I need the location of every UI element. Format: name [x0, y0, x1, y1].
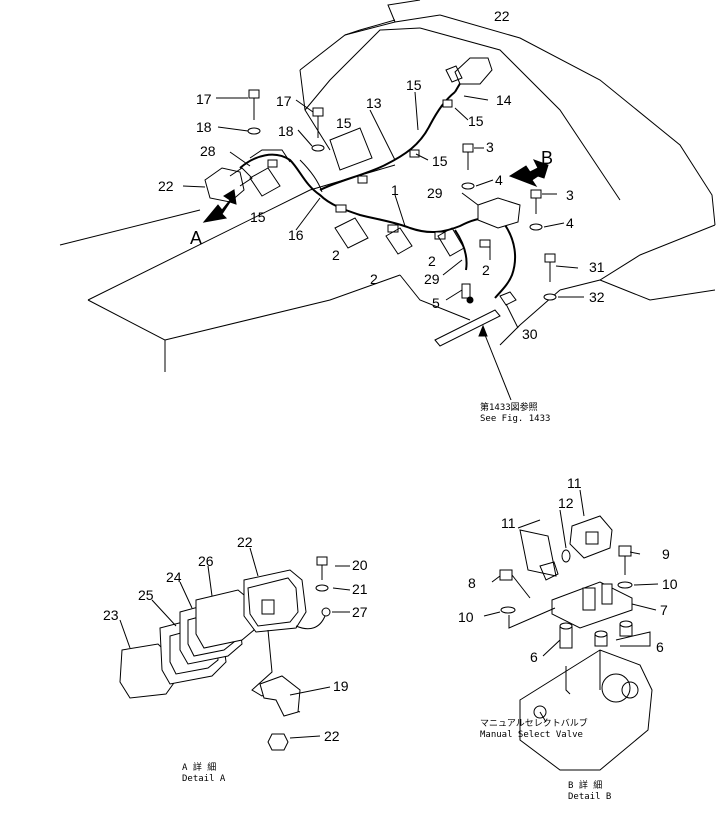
- callout-a21: 21: [352, 581, 368, 597]
- see-fig-en: See Fig. 1433: [480, 414, 550, 424]
- callout-17b: 17: [276, 93, 292, 109]
- callout-15d: 15: [432, 153, 448, 169]
- callout-32: 32: [589, 289, 605, 305]
- callout-16: 16: [288, 227, 304, 243]
- callout-b12: 12: [558, 495, 574, 511]
- callout-13: 13: [366, 95, 382, 111]
- callout-18a: 18: [196, 119, 212, 135]
- callout-b10a: 10: [458, 609, 474, 625]
- callout-b6b: 6: [656, 639, 664, 655]
- callout-b9: 9: [662, 546, 670, 562]
- detail-b-jp: B 詳 細: [568, 779, 602, 791]
- main-view-components: [204, 57, 557, 347]
- callout-3b: 3: [566, 187, 574, 203]
- arrow-a-icon: [202, 189, 237, 223]
- see-fig-jp: 第1433図参照: [480, 401, 538, 413]
- main-callouts: 22 17 17 18 18 13 15 15 15 15 15 14 28 2…: [158, 8, 605, 342]
- leader-boxes: [249, 127, 465, 257]
- callout-2a: 2: [332, 247, 340, 263]
- callout-a22b: 22: [324, 728, 340, 744]
- callout-17a: 17: [196, 91, 212, 107]
- callout-b6a: 6: [530, 649, 538, 665]
- callout-2b: 2: [370, 271, 378, 287]
- arrow-b-label: B: [541, 148, 553, 168]
- detail-a-en: Detail A: [182, 774, 226, 784]
- callout-a23: 23: [103, 607, 119, 623]
- manual-select-valve: [519, 649, 653, 771]
- callout-29a: 29: [427, 185, 443, 201]
- callout-15e: 15: [250, 209, 266, 225]
- callout-a20: 20: [352, 557, 368, 573]
- callout-b7: 7: [660, 602, 668, 618]
- callout-a27: 27: [352, 604, 368, 620]
- callout-15a: 15: [406, 77, 422, 93]
- callout-4a: 4: [495, 172, 503, 188]
- callout-2d: 2: [482, 262, 490, 278]
- valve-label-jp: マニュアルセレクトバルブ: [480, 717, 588, 729]
- callout-a19: 19: [333, 678, 349, 694]
- figure-reference: 第1433図参照 See Fig. 1433: [480, 401, 550, 424]
- callout-28: 28: [200, 143, 216, 159]
- ring-12: [561, 549, 571, 563]
- callout-2c: 2: [428, 253, 436, 269]
- callout-b10b: 10: [662, 576, 678, 592]
- main-leaders: [182, 91, 584, 401]
- callout-14: 14: [496, 92, 512, 108]
- detail-b: 11 12 11 9 8 10 10 7 6 6 マニュアルセレクトバルブ Ma…: [458, 475, 678, 802]
- callout-b11a: 11: [567, 475, 582, 491]
- callout-a26: 26: [198, 553, 214, 569]
- callout-15c: 15: [468, 113, 484, 129]
- view-arrows: A B: [190, 148, 553, 248]
- wiring-harness: [239, 61, 517, 299]
- arrow-b-icon: [508, 159, 549, 188]
- nut-22: [267, 733, 289, 751]
- detail-a: 22 26 24 25 23 20 21 27 19 22 A 詳 細 Deta…: [103, 534, 368, 784]
- callout-a25: 25: [138, 587, 154, 603]
- callout-15b: 15: [336, 115, 352, 131]
- callout-30: 30: [522, 326, 538, 342]
- callout-4b: 4: [566, 215, 574, 231]
- callout-18b: 18: [278, 123, 294, 139]
- valve-label-en: Manual Select Valve: [480, 730, 583, 740]
- callout-22-top: 22: [494, 8, 510, 24]
- callout-b11b: 11: [501, 515, 516, 531]
- callout-3a: 3: [486, 139, 494, 155]
- callout-22-left: 22: [158, 178, 174, 194]
- callout-a22: 22: [237, 534, 253, 550]
- callout-b8: 8: [468, 575, 476, 591]
- arrow-a-label: A: [190, 228, 202, 248]
- callout-1: 1: [391, 182, 399, 198]
- detail-a-jp: A 詳 細: [182, 761, 216, 773]
- callout-31: 31: [589, 259, 605, 275]
- callout-5: 5: [432, 295, 440, 311]
- callout-a24: 24: [166, 569, 182, 585]
- callout-29b: 29: [424, 271, 440, 287]
- machine-body-outline: [59, 0, 716, 372]
- bracket-19: [259, 675, 301, 717]
- gasket-26: [195, 589, 255, 649]
- detail-b-en: Detail B: [568, 792, 611, 802]
